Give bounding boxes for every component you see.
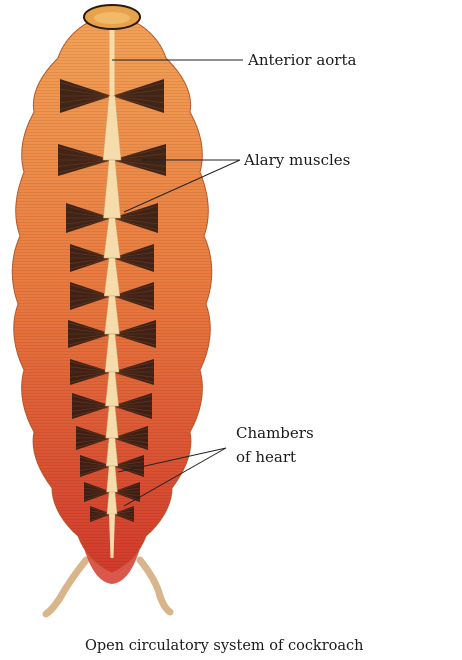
label-chambers-line2: of heart xyxy=(236,448,296,466)
label-anterior-aorta: Anterior aorta xyxy=(247,51,357,69)
heart-chamber-11 xyxy=(107,492,117,514)
figure-caption: Open circulatory system of cockroach xyxy=(85,638,364,654)
anterior-aorta xyxy=(110,30,115,96)
left-cercus xyxy=(46,560,86,614)
label-alary-muscles: Alary muscles xyxy=(243,151,350,169)
right-cercus xyxy=(140,560,170,612)
head-inner xyxy=(94,12,130,24)
label-chambers-line1: Chambers xyxy=(236,424,314,442)
